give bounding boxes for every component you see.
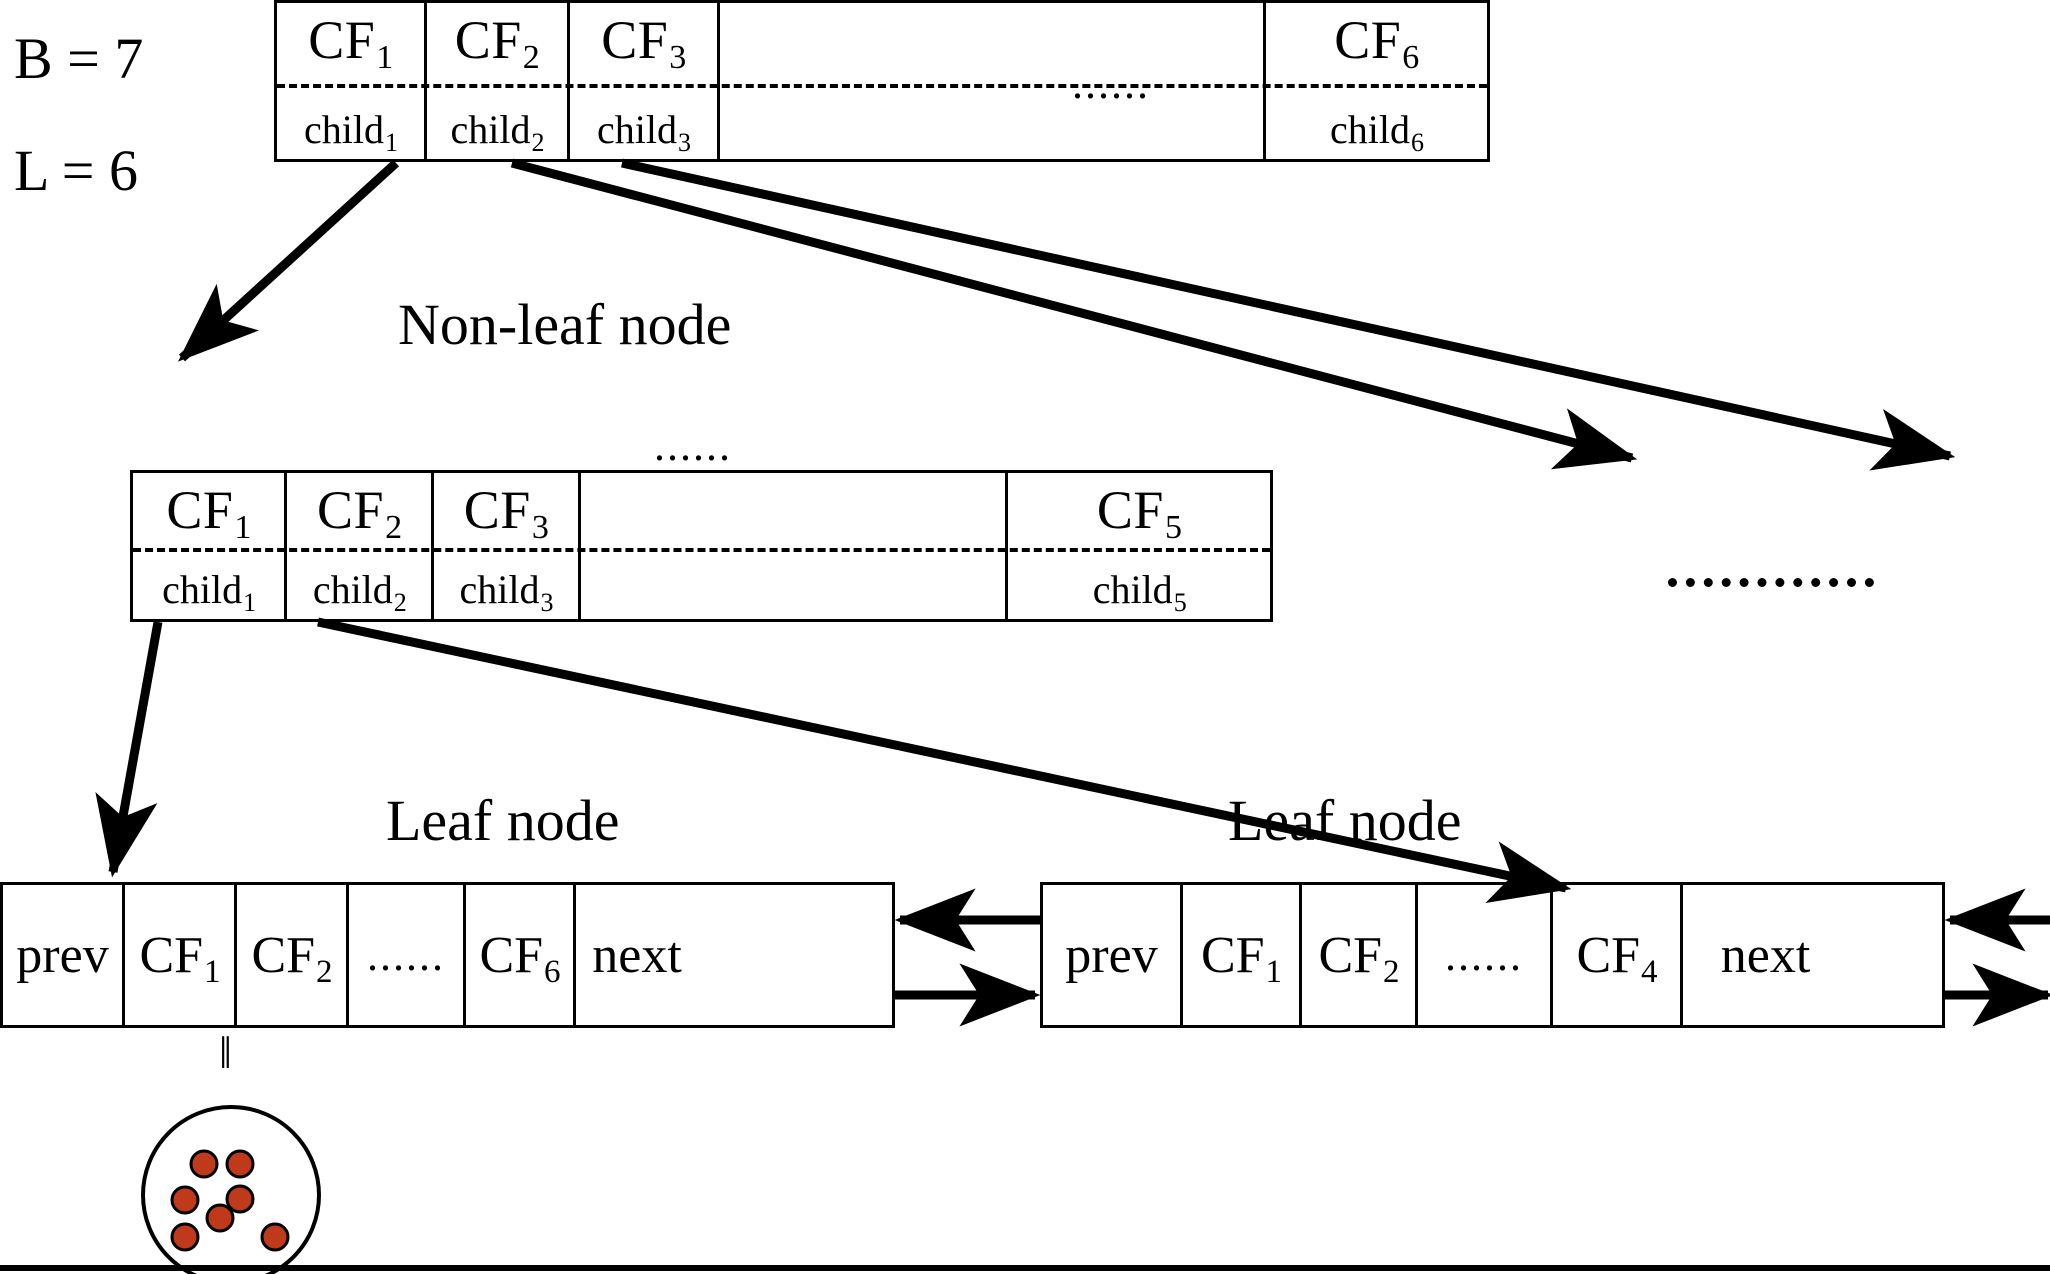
leaf-left-cf-2[interactable]: CF2 [237, 885, 349, 1025]
non-leaf-ellipsis: ...... [654, 421, 732, 470]
leaf-left-next[interactable]: next [576, 885, 698, 1025]
leaf-left-prev-label: prev [16, 926, 109, 984]
cluster-circle [141, 1105, 321, 1274]
leaf-right-cf-last[interactable]: CF4 [1553, 885, 1683, 1025]
leaf-right-cf-last-label: CF4 [1576, 926, 1658, 990]
leaf-node-right-label: Leaf node [1228, 788, 1462, 853]
root-cf-6: CF6 [1334, 10, 1420, 76]
nonleaf-cf-2: CF2 [317, 480, 403, 546]
arrow-root-child1 [178, 159, 400, 362]
leaf-left-cf-1[interactable]: CF1 [125, 885, 237, 1025]
leaf-right-ellipsis[interactable]: ...... [1418, 885, 1553, 1025]
cluster-point [205, 1203, 235, 1233]
cluster-point [170, 1222, 200, 1252]
leaf-right-cf-2[interactable]: CF2 [1302, 885, 1418, 1025]
nonleaf-cell-3[interactable]: CF3 child3 [434, 473, 581, 619]
cluster-point [225, 1184, 255, 1214]
cluster-point [260, 1222, 290, 1252]
root-cf-1: CF1 [308, 10, 394, 76]
root-cell-3[interactable]: CF3 child3 [570, 3, 720, 159]
equals-sign: ‖ [219, 1027, 232, 1078]
root-cf-3: CF3 [601, 10, 687, 76]
leaf-node-right[interactable]: prev CF1 CF2 ...... CF4 next [1040, 882, 1945, 1028]
leaf-left-cf-1-label: CF1 [139, 926, 221, 990]
branching-factor-label: B = 7 [14, 26, 144, 91]
nonleaf-child-1: child1 [162, 567, 257, 617]
cluster-point [225, 1149, 255, 1179]
cluster-point [170, 1185, 200, 1215]
root-cell-2[interactable]: CF2 child2 [427, 3, 570, 159]
non-leaf-node[interactable]: CF1 child1 CF2 child2 CF3 child3 CF5 chi… [130, 470, 1273, 622]
root-ellipsis: ...... [1072, 59, 1150, 108]
sibling-continuation-dots [1668, 578, 1874, 587]
root-divider [277, 84, 1487, 88]
leaf-right-cf-1-label: CF1 [1200, 926, 1283, 990]
leaf-right-cf-1[interactable]: CF1 [1183, 885, 1302, 1025]
leaf-right-next[interactable]: next [1683, 885, 1848, 1025]
leaf-right-prev[interactable]: prev [1043, 885, 1183, 1025]
leaf-left-cf-last-label: CF6 [479, 926, 561, 990]
root-child-2: child2 [450, 107, 545, 157]
root-cell-1[interactable]: CF1 child1 [277, 3, 427, 159]
leaf-node-left-label: Leaf node [386, 788, 620, 853]
nonleaf-cf-1: CF1 [166, 480, 252, 546]
leaf-left-ellipsis-label: ...... [367, 930, 445, 980]
root-child-6: child6 [1330, 107, 1424, 157]
root-child-1: child1 [304, 107, 398, 157]
root-node[interactable]: CF1 child1 CF2 child2 CF3 child3 CF6 chi… [274, 0, 1490, 162]
nonleaf-cell-1[interactable]: CF1 child1 [133, 473, 288, 619]
leaf-right-next-label: next [1720, 926, 1811, 984]
leaf-factor-label: L = 6 [14, 138, 138, 203]
root-cell-ellipsis[interactable] [720, 3, 1266, 159]
arrow-nonleaf-child1 [95, 621, 163, 878]
non-leaf-divider [133, 548, 1270, 552]
cluster-point [189, 1149, 219, 1179]
arrow-root-child3 [621, 158, 1956, 471]
nonleaf-cell-ellipsis[interactable] [581, 473, 1009, 619]
non-leaf-node-label: Non-leaf node [398, 292, 732, 357]
nonleaf-cf-3: CF3 [463, 480, 550, 546]
leaf-right-prev-label: prev [1065, 926, 1158, 984]
nonleaf-cf-5: CF5 [1096, 480, 1183, 546]
root-cf-2: CF2 [454, 10, 541, 76]
nonleaf-child-2: child2 [312, 567, 407, 617]
leaf-left-next-label: next [592, 926, 682, 984]
nonleaf-cell-2[interactable]: CF2 child2 [287, 473, 435, 619]
leaf-left-cf-2-label: CF2 [251, 926, 333, 990]
root-cell-last[interactable]: CF6 child6 [1266, 3, 1487, 159]
nonleaf-child-3: child3 [459, 567, 554, 617]
leaf-right-cf-2-label: CF2 [1318, 926, 1400, 990]
nonleaf-child-5: child5 [1092, 567, 1187, 617]
root-child-3: child3 [597, 107, 691, 157]
leaf-right-ellipsis-label: ...... [1445, 930, 1523, 980]
leaf-left-prev[interactable]: prev [3, 885, 125, 1025]
nonleaf-cell-last[interactable]: CF5 child5 [1008, 473, 1270, 619]
leaf-left-ellipsis[interactable]: ...... [349, 885, 466, 1025]
leaf-left-cf-last[interactable]: CF6 [466, 885, 576, 1025]
leaf-node-left[interactable]: prev CF1 CF2 ...... CF6 next [0, 882, 895, 1028]
